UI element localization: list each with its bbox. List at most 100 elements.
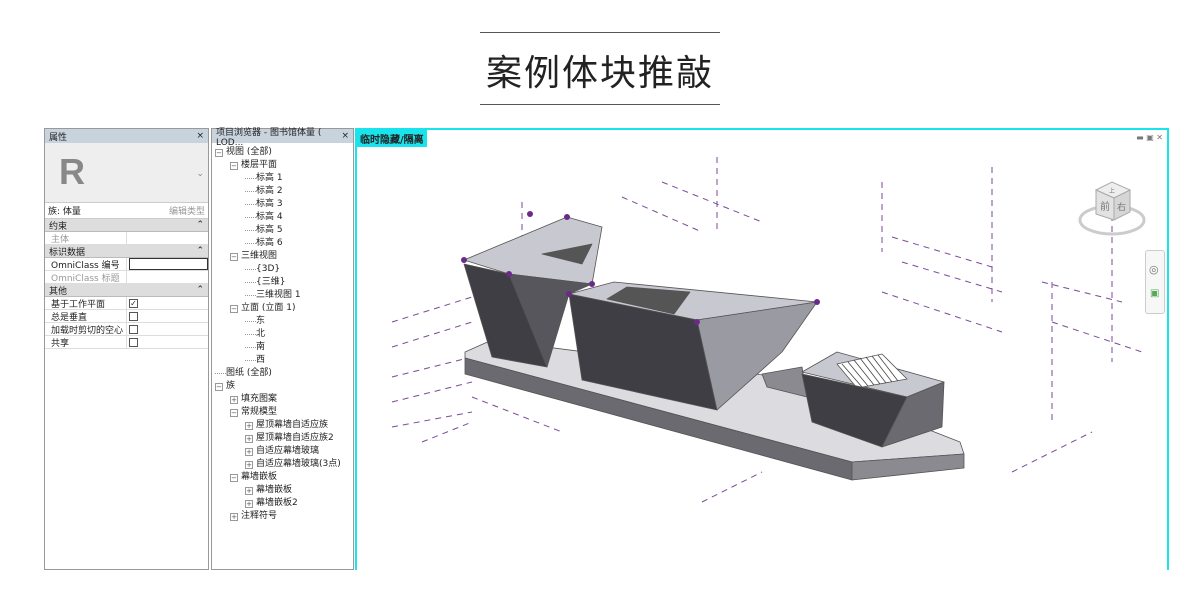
tree-item-label: 北 [256,329,266,339]
tree-item[interactable]: +屋顶幕墙自适应族 [215,419,353,432]
viewcube-top: 上 [1109,187,1115,195]
zoom-icon[interactable]: ▣ [1150,288,1160,299]
checkbox[interactable]: ✓ [129,298,138,308]
tree-item[interactable]: 标高 3 [215,198,353,211]
adaptive-points [461,211,820,325]
expand-icon[interactable]: + [245,499,253,508]
tree-item[interactable]: 标高 1 [215,172,353,185]
tree-item-label: 视图 (全部) [226,147,272,157]
tree-item[interactable]: −楼层平面 [215,159,353,172]
tree-item[interactable]: −幕墙嵌板 [215,471,353,484]
collapse-icon[interactable]: − [215,148,223,157]
viewcube-right: 右 [1117,201,1126,213]
tree-item[interactable]: +自适应幕墙玻璃 [215,445,353,458]
grille [836,353,908,389]
collapse-icon[interactable]: − [230,252,238,261]
tree-item-label: 屋顶幕墙自适应族 [256,420,329,430]
type-preview[interactable]: R⌄ [45,143,208,203]
tree-item-label: 屋顶幕墙自适应族2 [256,433,334,443]
tree-item-label: 标高 4 [256,212,283,222]
section-header[interactable]: 标识数据 ⌃ [45,245,208,258]
property-label: 加载时剪切的空心 [45,323,127,336]
tree-item[interactable]: +幕墙嵌板2 [215,497,353,510]
tree-item-label: {三维} [256,277,286,287]
tree-item-label: 立面 (立面 1) [241,303,296,313]
tree-item-label: 标高 3 [256,199,283,209]
collapse-icon[interactable]: − [230,161,238,170]
tree-item[interactable]: 标高 6 [215,237,353,250]
tree-item[interactable]: +自适应幕墙玻璃(3点) [215,458,353,471]
collapse-icon[interactable]: ⌃ [196,246,204,256]
section-title: 标识数据 [49,247,86,258]
expand-icon[interactable]: + [245,434,253,443]
close-icon[interactable]: × [341,131,349,141]
tree-item[interactable]: −三维视图 [215,250,353,263]
tree-item-label: 自适应幕墙玻璃 [256,446,320,456]
family-selector[interactable]: 族: 体量 [48,207,81,217]
collapse-icon[interactable]: − [215,382,223,391]
tree-item-label: 标高 1 [256,173,283,183]
tree-item-label: {3D} [256,264,281,274]
tree-item[interactable]: 西 [215,354,353,367]
tree-item[interactable]: +注释符号 [215,510,353,523]
property-label: OmniClass 编号 [45,258,127,271]
tree-item[interactable]: {3D} [215,263,353,276]
tree-item-label: 注释符号 [241,511,278,521]
tree-item[interactable]: 东 [215,315,353,328]
expand-icon[interactable]: + [245,460,253,469]
tree-item[interactable]: +屋顶幕墙自适应族2 [215,432,353,445]
tree-item[interactable]: +填充图案 [215,393,353,406]
checkbox[interactable] [129,337,138,347]
collapse-icon[interactable]: − [230,473,238,482]
tree-item[interactable]: −视图 (全部) [215,146,353,159]
expand-icon[interactable]: + [230,395,238,404]
tree-item[interactable]: −族 [215,380,353,393]
tree-item[interactable]: 北 [215,328,353,341]
tree-item[interactable]: 标高 5 [215,224,353,237]
tree-item[interactable]: −常规模型 [215,406,353,419]
expand-icon[interactable]: + [245,447,253,456]
steering-wheel-icon[interactable]: ◎ [1149,263,1159,276]
expand-icon[interactable]: + [245,421,253,430]
reference-lines [391,157,1143,503]
tree-item-label: 图纸 (全部) [226,368,272,378]
window-controls[interactable]: ▬ ▣ ✕ [1136,133,1163,142]
tree-item[interactable]: 标高 4 [215,211,353,224]
tree-item[interactable]: +幕墙嵌板 [215,484,353,497]
tree-item-label: 三维视图 1 [256,290,301,300]
tree-item-label: 常规模型 [241,407,278,417]
tree-item[interactable]: −立面 (立面 1) [215,302,353,315]
expand-icon[interactable]: + [230,512,238,521]
expand-icon[interactable]: + [245,486,253,495]
close-icon[interactable]: × [196,131,204,141]
tree-item-label: 族 [226,381,236,391]
block2-side [696,301,818,411]
property-row: 主体 [45,232,208,245]
browser-title: 项目浏览器 - 图书馆体量 ( LOD... [216,127,322,148]
collapse-icon[interactable]: ⌃ [196,285,204,295]
edit-type-button[interactable]: 编辑类型 [168,207,205,217]
navigation-bar[interactable]: ◎ ▣ [1145,250,1165,314]
3d-viewport[interactable]: 临时隐藏/隔离 ▬ ▣ ✕ 前 右 上 ◎ ▣ [355,128,1169,570]
tree-item[interactable]: 标高 2 [215,185,353,198]
checkbox[interactable] [129,324,138,334]
checkbox[interactable] [129,311,138,321]
section-header[interactable]: 其他⌃ [45,284,208,297]
collapse-icon[interactable]: − [230,304,238,313]
tree-item[interactable]: 南 [215,341,353,354]
base-side [851,453,965,481]
tree-item[interactable]: 图纸 (全部) [215,367,353,380]
tree-item-label: 幕墙嵌板 [241,472,278,482]
property-label: 基于工作平面 [45,297,127,310]
tree-item[interactable]: 三维视图 1 [215,289,353,302]
tree-item[interactable]: {三维} [215,276,353,289]
tree-item-label: 自适应幕墙玻璃(3点) [256,459,341,469]
section-header[interactable]: 约束⌃ [45,219,208,232]
page-title: 案例体块推敲 [485,53,714,94]
omniclass-number-input[interactable] [129,258,208,270]
property-row: 基于工作平面✓ [45,297,208,310]
collapse-icon[interactable]: − [230,408,238,417]
title-rule-bottom [480,104,720,105]
tree-item-label: 三维视图 [241,251,278,261]
collapse-icon[interactable]: ⌃ [196,220,204,230]
